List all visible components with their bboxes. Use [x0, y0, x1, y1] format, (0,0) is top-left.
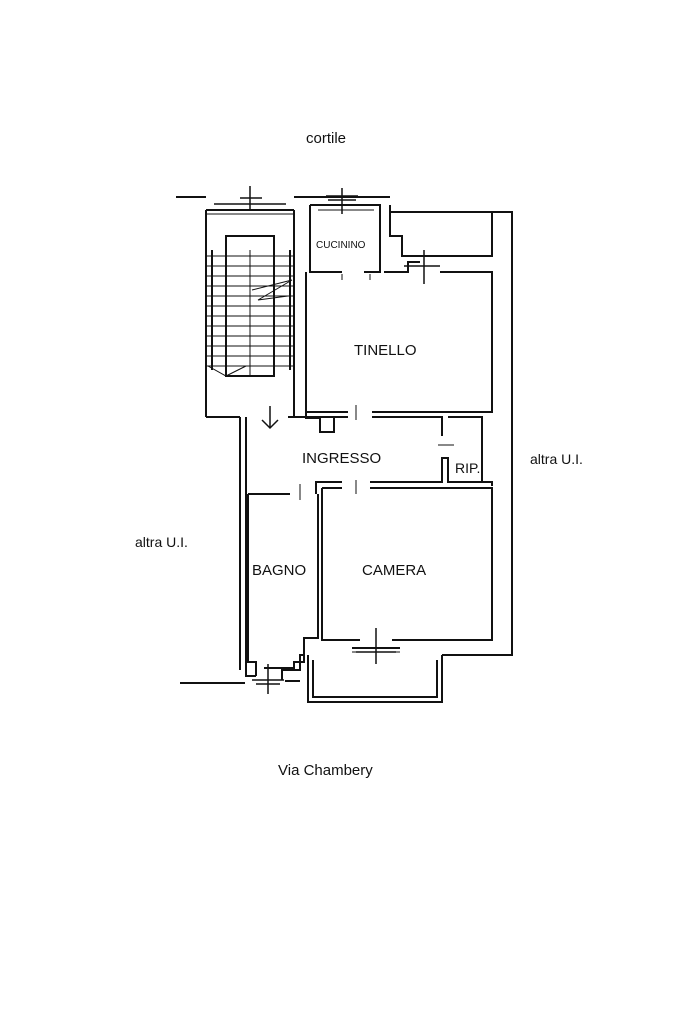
- other-unit-left-label: altra U.I.: [135, 534, 188, 550]
- courtyard-label: cortile: [306, 130, 347, 147]
- kitchenette-label: CUCININO: [316, 240, 366, 251]
- window-marks: [214, 186, 440, 694]
- bathroom-walls: [247, 494, 319, 676]
- stair-treads: [206, 213, 294, 377]
- dining-label: TINELLO: [354, 342, 417, 359]
- bathroom-label: BAGNO: [252, 562, 307, 579]
- storage-walls: [438, 416, 493, 486]
- outer-walls: [176, 196, 513, 684]
- entrance-walls: [239, 405, 443, 677]
- bedroom-walls: [321, 487, 493, 641]
- dining-walls: [305, 212, 493, 433]
- storage-label: RIP.: [455, 460, 481, 476]
- bedroom-label: CAMERA: [362, 562, 427, 579]
- other-unit-right-label: altra U.I.: [530, 451, 583, 467]
- balcony: [307, 647, 443, 703]
- kitchenette-walls: [309, 204, 381, 280]
- entrance-label: INGRESSO: [302, 450, 382, 467]
- street-label: Via Chambery: [278, 762, 373, 779]
